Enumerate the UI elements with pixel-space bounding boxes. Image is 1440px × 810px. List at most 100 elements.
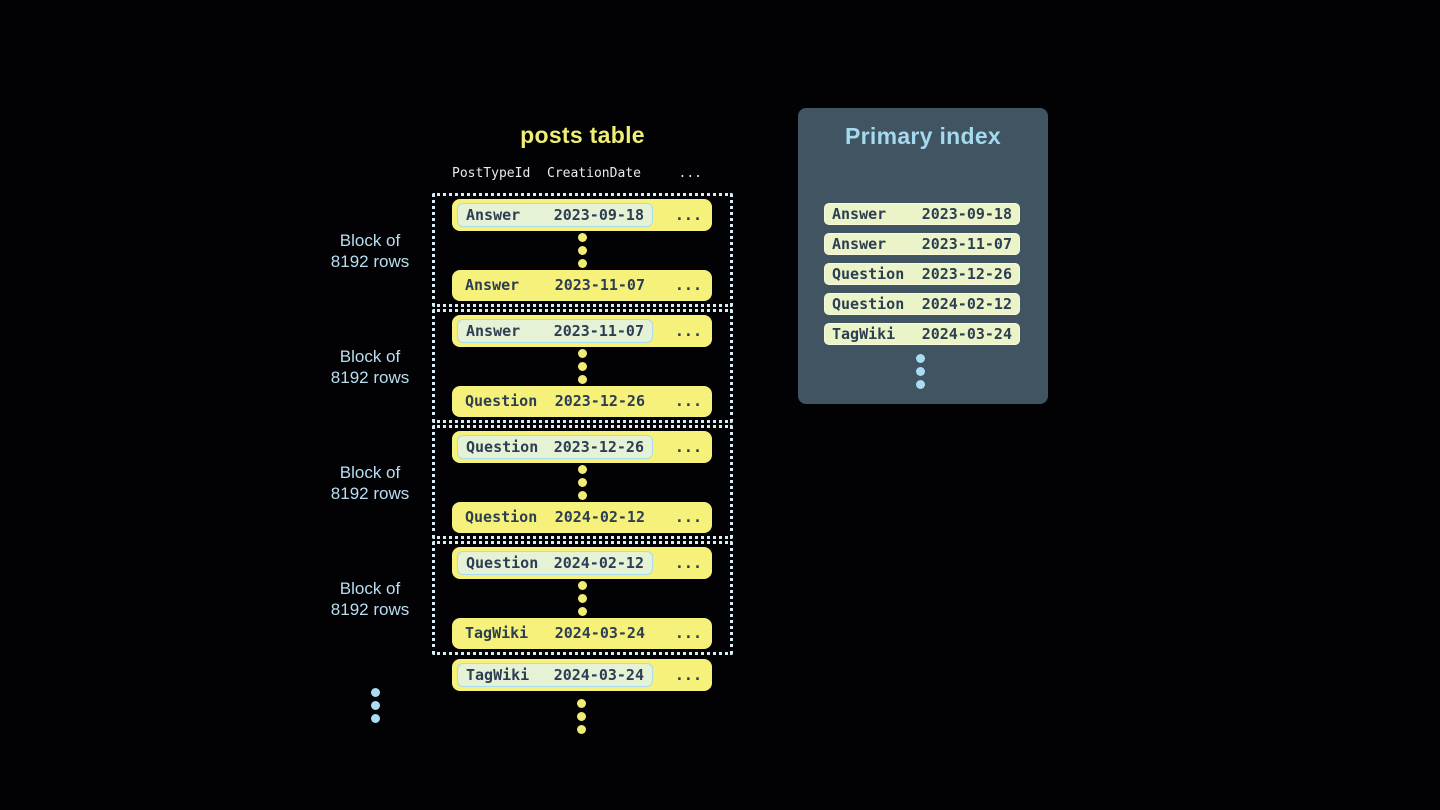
- creation-date-value: 2023-12-26: [554, 392, 645, 411]
- post-type-value: Answer: [466, 205, 521, 224]
- ellipsis-dot: [578, 477, 587, 487]
- index-entry: TagWiki 2024-03-24: [824, 323, 1020, 345]
- row-values: TagWiki 2024-03-24: [457, 621, 653, 645]
- creation-date-value: 2023-11-07: [921, 235, 1012, 253]
- ellipsis-dot: [915, 380, 925, 389]
- block-label: Block of 8192 rows: [318, 309, 422, 425]
- table-row: Answer 2023-09-18 ...: [452, 199, 712, 231]
- ellipsis-dot: [578, 232, 587, 242]
- post-type-value: Question: [832, 265, 905, 283]
- creation-date-value: 2023-12-26: [921, 265, 1012, 283]
- table-row: Question 2023-12-26 ...: [452, 431, 712, 463]
- primary-index-panel: Primary index PostTypeId CreationDate An…: [798, 108, 1048, 404]
- row-ellipsis: ...: [674, 321, 702, 340]
- row-ellipsis: ...: [674, 553, 702, 572]
- row-ellipsis: ...: [674, 666, 702, 684]
- ellipsis-dot: [577, 725, 586, 734]
- creation-date-value: 2023-11-07: [554, 276, 645, 295]
- table-row: Question 2023-12-26 ...: [452, 385, 712, 417]
- index-entry: Question 2023-12-26: [824, 263, 1020, 285]
- block-label-line1: Block of: [339, 463, 401, 482]
- more-index-entries-dots: [798, 352, 1042, 391]
- primary-index-title: Primary index: [844, 123, 1002, 149]
- row-ellipsis: ...: [674, 437, 702, 456]
- post-type-value: Answer: [465, 276, 520, 295]
- posts-header-creationdate: CreationDate: [547, 166, 641, 181]
- row-block-3: Question 2023-12-26 ... Question 2024-02…: [432, 425, 733, 539]
- post-type-value: Question: [466, 437, 539, 456]
- ellipsis-dot: [915, 367, 925, 376]
- block-label-line2: 8192 rows: [330, 252, 410, 271]
- ellipsis-dot: [578, 606, 587, 616]
- ellipsis-dot: [915, 354, 925, 363]
- block-label-line2: 8192 rows: [330, 484, 410, 503]
- row-ellipsis: ...: [674, 624, 702, 643]
- indexed-row-highlight: Answer 2023-09-18: [457, 202, 653, 227]
- ellipsis-dot: [578, 361, 587, 371]
- creation-date-value: 2023-09-18: [553, 205, 644, 224]
- post-type-value: Answer: [832, 235, 887, 253]
- ellipsis-dot: [577, 712, 586, 721]
- creation-date-value: 2024-03-24: [554, 624, 645, 643]
- index-entry: Answer 2023-09-18: [824, 203, 1020, 225]
- row-ellipsis: ...: [674, 508, 702, 527]
- ellipsis-dot: [578, 593, 587, 603]
- row-block-4: Question 2024-02-12 ... TagWiki 2024-03-…: [432, 541, 733, 655]
- post-type-value: TagWiki: [465, 624, 529, 643]
- ellipsis-dot: [578, 580, 587, 590]
- block-label-line1: Block of: [339, 231, 401, 250]
- ellipsis-dot: [578, 348, 587, 358]
- row-values: Answer 2023-11-07: [457, 273, 653, 297]
- creation-date-value: 2024-03-24: [921, 325, 1012, 343]
- posts-header-posttypeid: PostTypeId: [452, 166, 531, 181]
- ellipsis-dot: [578, 464, 587, 474]
- ellipsis-dot: [577, 699, 586, 708]
- posts-table-blocks: Answer 2023-09-18 ... Answer 2023-11-07 …: [432, 193, 733, 657]
- block-label-line1: Block of: [339, 579, 401, 598]
- more-rows-dots: [577, 697, 586, 736]
- indexed-row-highlight: Answer 2023-11-07: [457, 318, 653, 343]
- creation-date-value: 2023-09-18: [921, 205, 1012, 223]
- row-block-1: Answer 2023-09-18 ... Answer 2023-11-07 …: [432, 193, 733, 307]
- ellipsis-dot: [578, 490, 587, 500]
- row-block-2: Answer 2023-11-07 ... Question 2023-12-2…: [432, 309, 733, 423]
- post-type-value: Question: [465, 508, 538, 527]
- posts-table-column-headers: PostTypeId CreationDate ...: [452, 166, 712, 181]
- block-label: Block of 8192 rows: [318, 425, 422, 541]
- post-type-value: Answer: [466, 321, 521, 340]
- index-entry: Question 2024-02-12: [824, 293, 1020, 315]
- row-values: Question 2023-12-26: [457, 389, 653, 413]
- index-entry: Answer 2023-11-07: [824, 233, 1020, 255]
- table-row: Question 2024-02-12 ...: [452, 547, 712, 579]
- rows-ellipsis-dots: [578, 347, 587, 386]
- rows-ellipsis-dots: [578, 231, 587, 270]
- creation-date-value: 2024-02-12: [921, 295, 1012, 313]
- primary-index-rows: Answer 2023-09-18 Answer 2023-11-07 Ques…: [824, 203, 1020, 353]
- ellipsis-dot: [371, 701, 380, 710]
- ellipsis-dot: [371, 714, 380, 723]
- ellipsis-dot: [578, 258, 587, 268]
- ellipsis-dot: [371, 688, 380, 697]
- block-label-line1: Block of: [339, 347, 401, 366]
- block-labels-column: Block of 8192 rows Block of 8192 rows Bl…: [318, 193, 422, 657]
- block-label-line2: 8192 rows: [330, 600, 410, 619]
- ellipsis-dot: [578, 245, 587, 255]
- table-row: Question 2024-02-12 ...: [452, 501, 712, 533]
- posts-header-ellipsis: ...: [678, 166, 702, 181]
- post-type-value: Question: [465, 392, 538, 411]
- table-row: Answer 2023-11-07 ...: [452, 315, 712, 347]
- indexed-row-highlight: Question 2024-02-12: [457, 550, 653, 575]
- row-ellipsis: ...: [674, 392, 702, 411]
- more-blocks-dots: [371, 686, 380, 725]
- block-label-line2: 8192 rows: [330, 368, 410, 387]
- creation-date-value: 2024-03-24: [553, 666, 644, 684]
- block-label: Block of 8192 rows: [318, 541, 422, 657]
- rows-ellipsis-dots: [578, 579, 587, 618]
- creation-date-value: 2023-12-26: [553, 437, 644, 456]
- creation-date-value: 2024-02-12: [554, 508, 645, 527]
- post-type-value: Answer: [832, 205, 887, 223]
- creation-date-value: 2024-02-12: [553, 553, 644, 572]
- rows-ellipsis-dots: [578, 463, 587, 502]
- post-type-value: Question: [832, 295, 905, 313]
